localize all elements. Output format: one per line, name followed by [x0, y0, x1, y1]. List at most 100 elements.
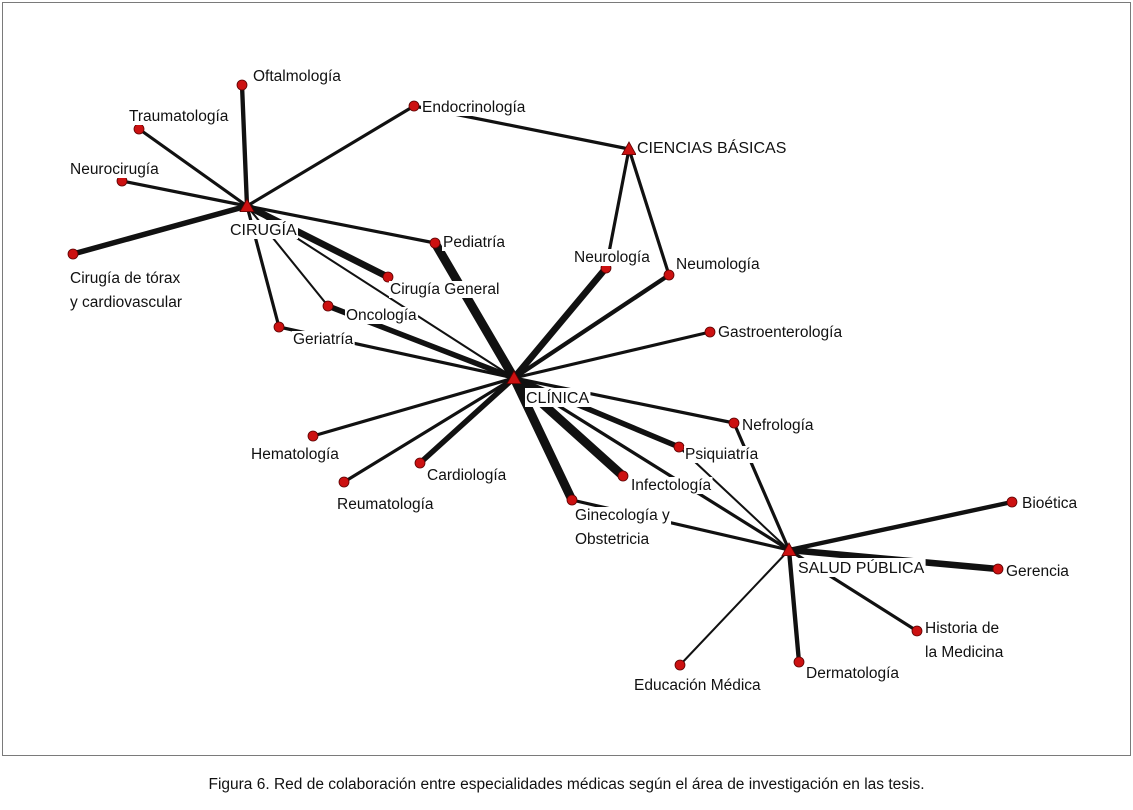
node-gastroenterologia — [704, 326, 716, 338]
label-bg-gastroenterologia — [717, 324, 844, 341]
label-pediatria: Pediatría — [443, 234, 505, 251]
label-bg-cirugia_general — [389, 281, 501, 298]
label-reumatologia: Reumatología — [337, 496, 434, 513]
edge-salud-bioetica — [786, 499, 1015, 553]
edge-cirugia-neurocirugia — [120, 179, 249, 208]
node-cirugia_torax — [67, 248, 79, 260]
label-bioetica: Bioética — [1022, 495, 1078, 512]
node-oftalmologia — [236, 79, 248, 91]
label-ciencias: CIENCIAS BÁSICAS — [637, 138, 786, 157]
node-endocrinologia — [408, 100, 420, 112]
label-dermatologia: Dermatología — [806, 665, 899, 682]
label-gastroenterologia: Gastroenterología — [718, 324, 842, 341]
edge-clinica-nefrologia — [512, 376, 736, 425]
node-infectologia — [617, 470, 629, 482]
label-bg-psiquiatria — [684, 446, 760, 463]
label-bg-dermatologia — [805, 665, 901, 682]
label-bg-salud — [797, 558, 926, 577]
figure-caption: Figura 6. Red de colaboración entre espe… — [208, 776, 925, 793]
node-gerencia — [992, 563, 1004, 575]
label-cardiologia: Cardiología — [427, 467, 507, 484]
label-bg-educacion — [633, 677, 763, 694]
label-clinica: CLÍNICA — [526, 388, 589, 407]
edge-cirugia-cirugia_torax — [70, 203, 250, 257]
edge-cirugia-traumatologia — [137, 127, 249, 208]
edge-salud-dermatologia — [786, 547, 802, 665]
label-bg-historia — [924, 620, 1005, 661]
edge-clinica-ginecologia — [509, 373, 577, 505]
label-bg-cardiologia — [426, 467, 508, 484]
label-bg-neumologia — [675, 256, 761, 273]
label-bg-infectologia — [630, 477, 713, 494]
edge-salud-psiquiatria — [677, 445, 791, 552]
label-bg-bioetica — [1021, 495, 1079, 512]
node-dermatologia — [793, 656, 805, 668]
edge-ciencias-neumologia — [627, 147, 671, 277]
label-bg-endocrinologia — [421, 99, 527, 116]
label-bg-reumatologia — [336, 496, 435, 513]
edge-salud-educacion — [678, 548, 791, 667]
edge-salud-nefrologia — [732, 421, 791, 552]
edges-layer — [70, 82, 1015, 667]
label-bg-nefrologia — [741, 417, 815, 434]
label-neurologia: Neurología — [574, 249, 650, 266]
label-bg-neurocirugia — [69, 161, 161, 178]
label-bg-neurologia — [573, 249, 652, 266]
label-bg-ginecologia — [574, 507, 672, 548]
label-bg-cirugia_torax — [69, 270, 183, 311]
node-historia — [911, 625, 923, 637]
node-nefrologia — [728, 417, 740, 429]
label-educacion: Educación Médica — [634, 677, 761, 694]
node-traumatologia — [133, 123, 145, 135]
node-reumatologia — [338, 476, 350, 488]
node-neumologia — [663, 269, 675, 281]
node-psiquiatria — [673, 441, 685, 453]
node-pediatria — [429, 237, 441, 249]
edge-clinica-neurologia — [510, 264, 610, 382]
label-bg-geriatria — [292, 331, 355, 348]
label-oftalmologia: Oftalmología — [253, 68, 341, 85]
label-cirugia_general: Cirugía General — [390, 281, 499, 298]
label-oncologia: Oncología — [346, 307, 417, 324]
label-bg-pediatria — [442, 234, 507, 251]
edge-cirugia-pediatria — [245, 204, 437, 245]
hub-clinica — [506, 370, 522, 385]
edge-cirugia-endocrinologia — [245, 104, 416, 208]
label-bg-oncologia — [345, 307, 419, 324]
label-bg-clinica — [525, 388, 591, 407]
hub-ciencias — [621, 141, 637, 156]
label-bg-gerencia — [1005, 563, 1071, 580]
label-traumatologia: Traumatología — [129, 108, 229, 125]
hub-salud — [781, 542, 797, 556]
label-psiquiatria: Psiquiatría — [685, 446, 759, 463]
label-bg-traumatologia — [128, 108, 230, 125]
label-bg-oftalmologia — [252, 68, 343, 85]
edge-clinica-gastroenterologia — [512, 330, 712, 380]
label-bg-hematologia — [250, 446, 341, 463]
edge-cirugia-oftalmologia — [239, 82, 250, 209]
label-salud: SALUD PÚBLICA — [798, 558, 925, 577]
edge-clinica-pediatria — [430, 238, 519, 383]
label-infectologia: Infectología — [631, 477, 712, 494]
node-cardiologia — [414, 457, 426, 469]
label-geriatria: Geriatría — [293, 331, 354, 348]
label-endocrinologia: Endocrinología — [422, 99, 526, 116]
label-nefrologia: Nefrología — [742, 417, 814, 434]
node-educacion — [674, 659, 686, 671]
node-ginecologia — [566, 494, 578, 506]
edge-clinica-hematologia — [311, 376, 516, 438]
label-neurocirugia: Neurocirugía — [70, 161, 159, 178]
node-oncologia — [322, 300, 334, 312]
label-hematologia: Hematología — [251, 446, 339, 463]
node-geriatria — [273, 321, 285, 333]
edge-cirugia-cirugia_general — [243, 202, 392, 281]
edge-ciencias-neurologia — [604, 147, 631, 270]
label-gerencia: Gerencia — [1006, 563, 1069, 580]
edge-clinica-neumologia — [511, 272, 672, 381]
node-cirugia_general — [382, 271, 394, 283]
label-cirugia: CIRUGÍA — [230, 220, 297, 239]
edge-clinica-cardiologia — [417, 375, 517, 466]
